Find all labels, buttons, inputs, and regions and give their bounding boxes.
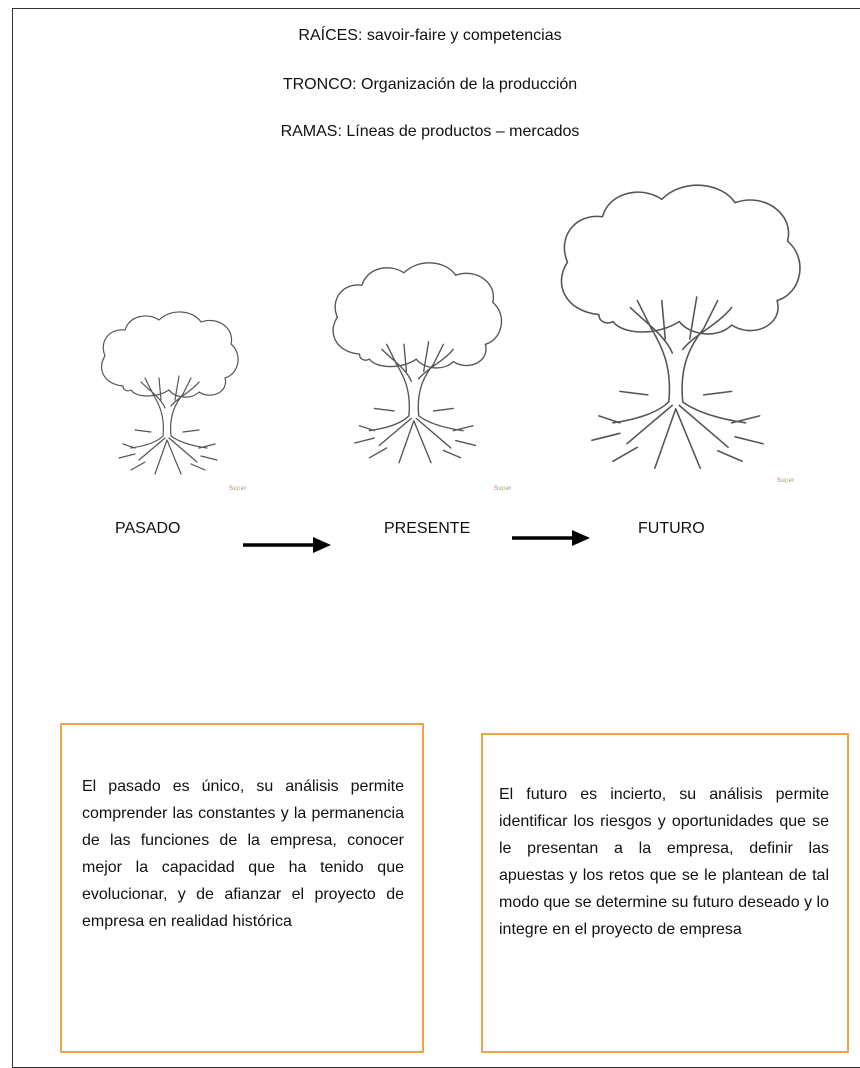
future-description-text: El futuro es incierto, su análisis permi…: [499, 786, 829, 938]
tree-past-icon: [95, 308, 245, 488]
future-description-box: El futuro es incierto, su análisis permi…: [481, 733, 849, 1053]
past-description-box: El pasado es único, su análisis permite …: [60, 723, 424, 1053]
header-trunk: TRONCO: Organización de la producción: [282, 76, 578, 93]
stage-label-future: FUTURO: [638, 520, 705, 537]
stage-label-past: PASADO: [115, 520, 181, 537]
arrow-past-to-present-icon: [243, 534, 331, 561]
tree-past-watermark-icon: Super: [229, 486, 247, 492]
past-description-text: El pasado es único, su análisis permite …: [82, 778, 404, 930]
tree-future-watermark-icon: Super: [777, 478, 795, 484]
tree-present-icon: [325, 258, 510, 480]
arrow-present-to-future-icon: [512, 527, 590, 554]
tree-future-icon: [550, 178, 812, 493]
header-branches: RAMAS: Líneas de productos – mercados: [280, 123, 580, 140]
tree-present-watermark-icon: Super: [494, 486, 512, 492]
stage-label-present: PRESENTE: [384, 520, 471, 537]
header-roots: RAÍCES: savoir-faire y competencias: [298, 27, 562, 44]
